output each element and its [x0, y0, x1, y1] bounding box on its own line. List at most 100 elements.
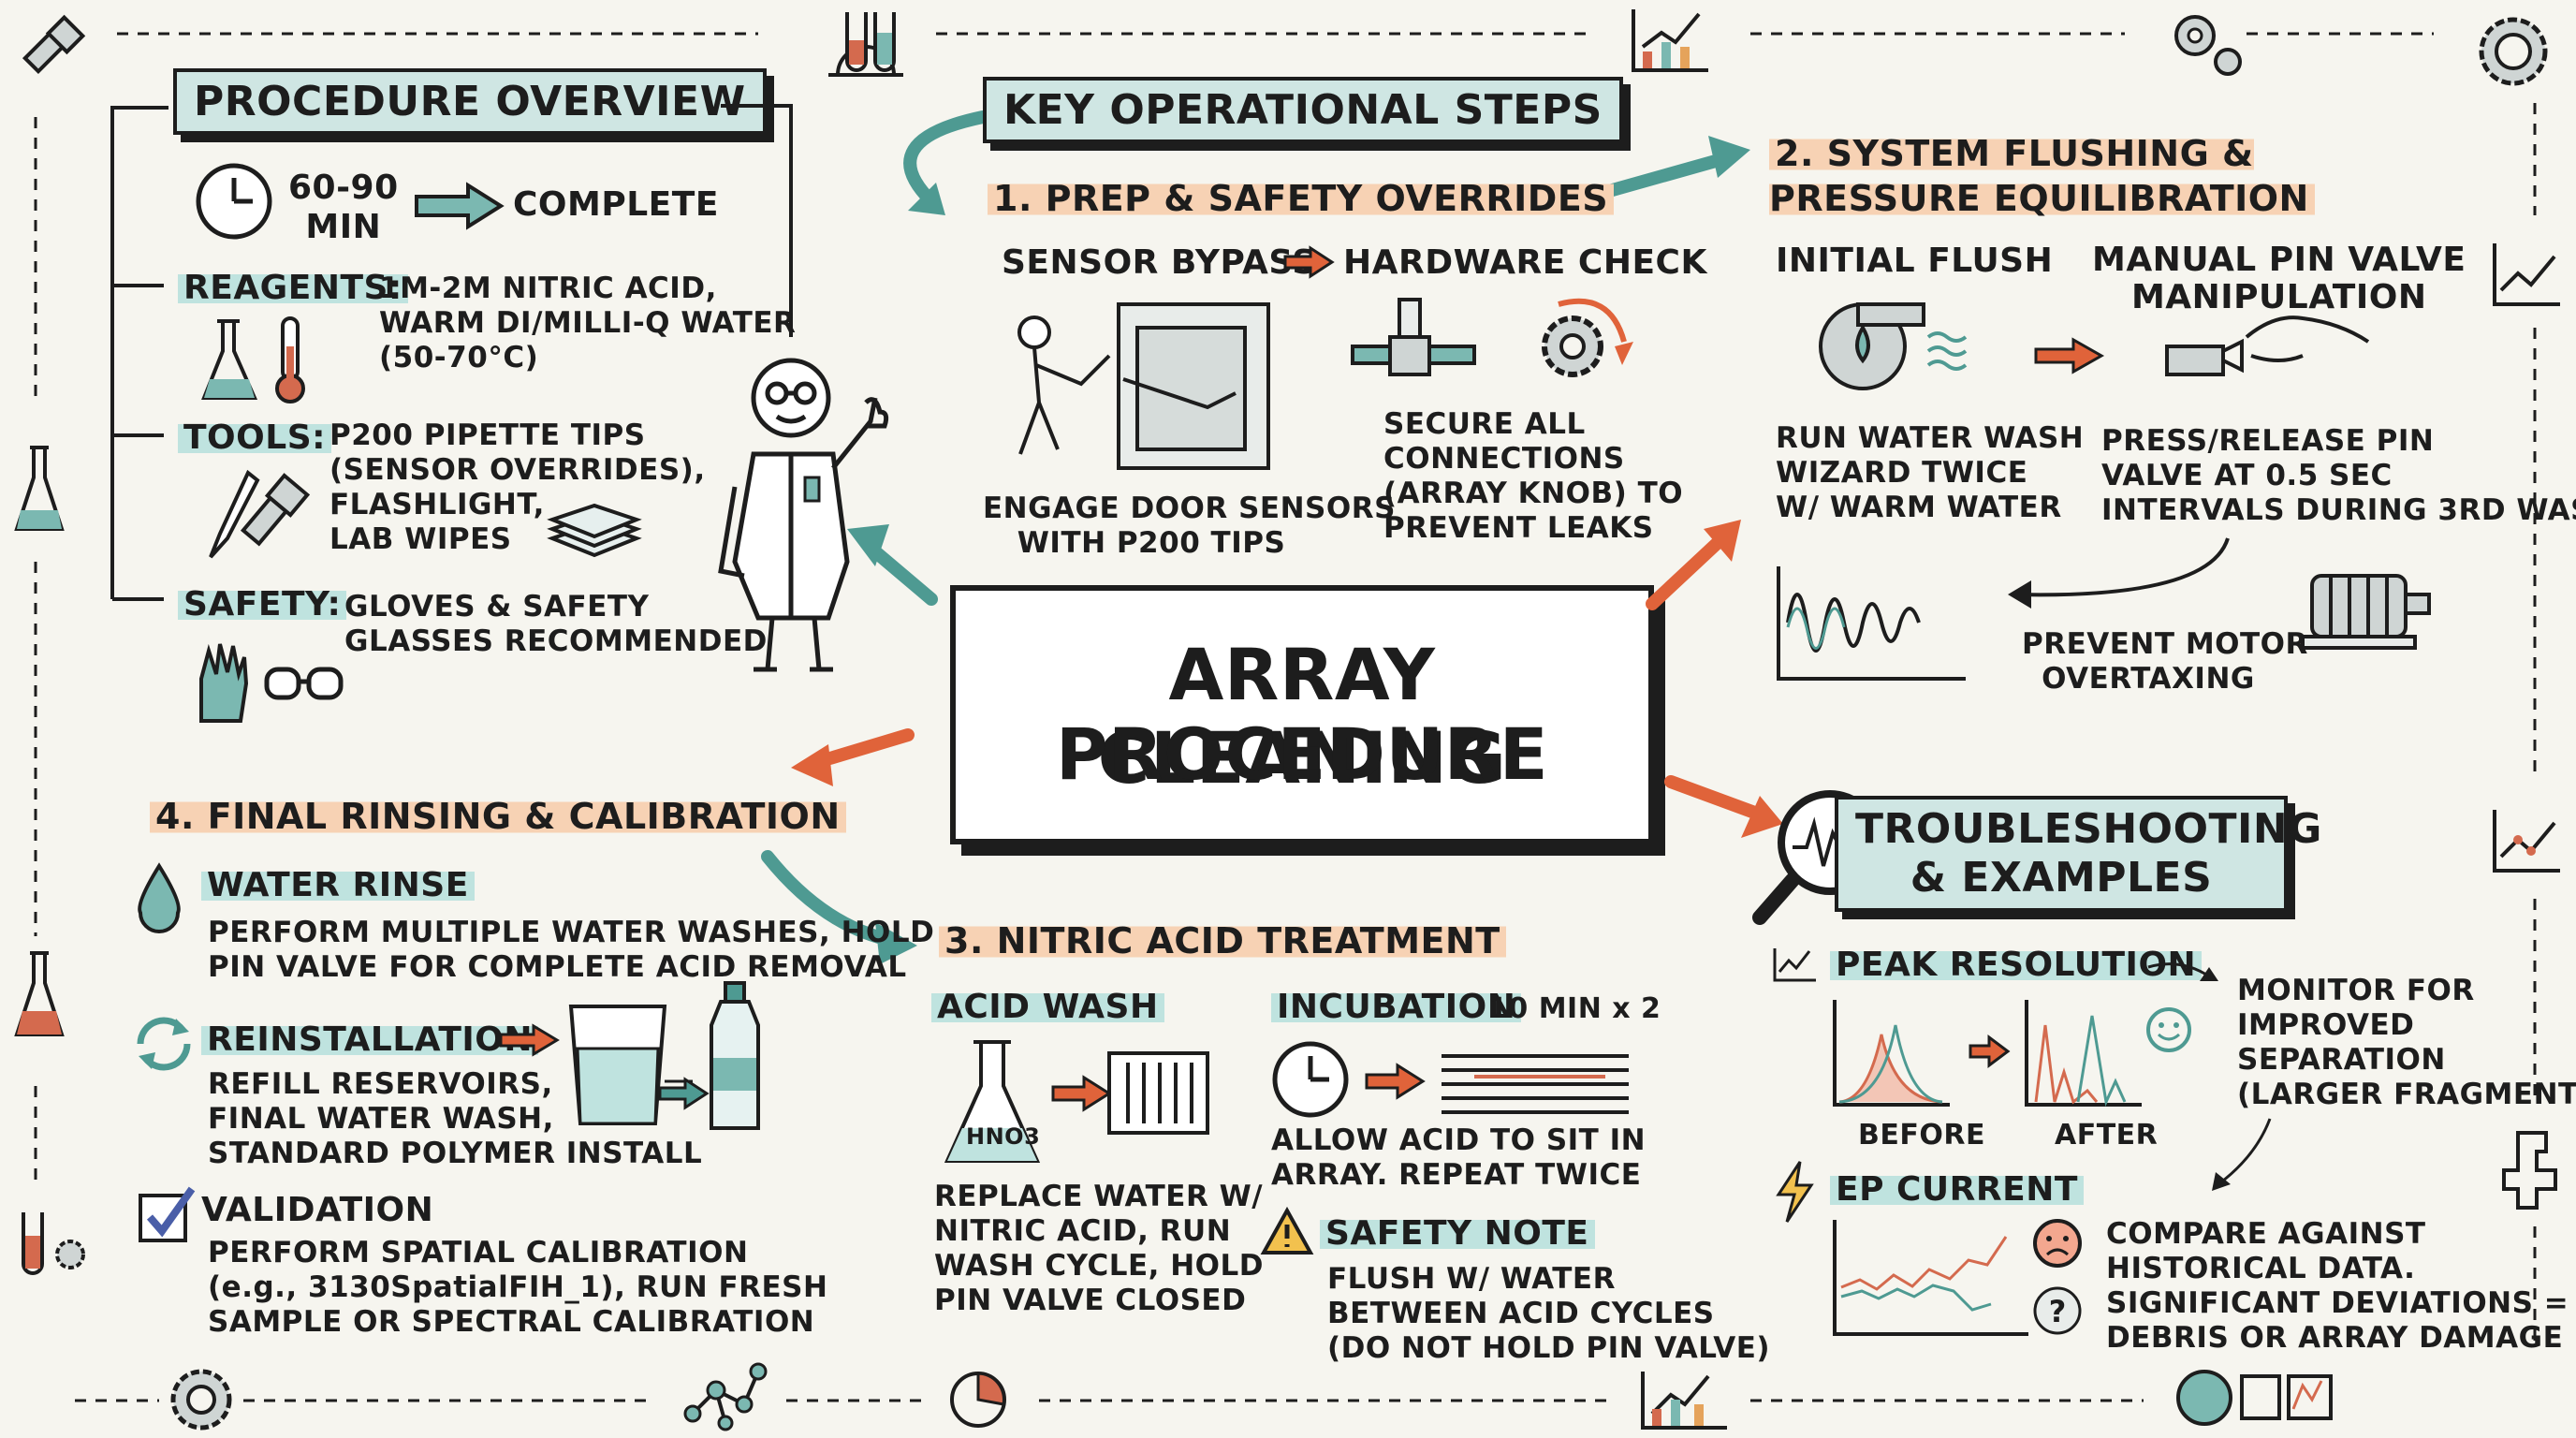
- water-rinse-label: WATER RINSE: [201, 866, 475, 904]
- beaker-icon: [568, 1005, 693, 1125]
- validation-label: VALIDATION: [201, 1191, 434, 1229]
- flask-icon: [201, 319, 258, 400]
- motor-icon: [2301, 574, 2431, 650]
- pipe-icon: [1351, 298, 1476, 376]
- reinstallation-label: REINSTALLATION: [201, 1020, 539, 1059]
- hand-valve-icon: [2165, 315, 2370, 376]
- step2-heading: 2. SYSTEM FLUSHING & PRESSURE EQUILIBRAT…: [1769, 131, 2315, 221]
- curved-arrow: [2008, 537, 2230, 609]
- safety-label: SAFETY:: [178, 585, 347, 624]
- droplet-icon: [138, 862, 181, 933]
- sensor-bypass-caption: ENGAGE DOOR SENSORS WITH P200 TIPS: [983, 492, 1396, 560]
- initial-flush-caption: RUN WATER WASH WIZARD TWICE W/ WARM WATE…: [1776, 421, 2085, 524]
- before-chart: [1833, 1000, 1950, 1107]
- arrow-icon: [1283, 245, 1335, 279]
- waveform-icon: [1777, 566, 1966, 681]
- after-label: AFTER: [2055, 1119, 2159, 1152]
- gear-wrench-icon: [170, 1369, 232, 1431]
- chart-icon: [1632, 9, 1708, 72]
- gear-wrench-icon: [2479, 17, 2548, 86]
- before-label: BEFORE: [1858, 1119, 1985, 1152]
- ep-chart: [1833, 1220, 2028, 1336]
- incubation-duration: 10 MIN x 2: [1488, 992, 1661, 1025]
- overview-bracket: [110, 104, 793, 601]
- molecule-icon: [683, 1362, 768, 1431]
- arrow-icon: [415, 182, 505, 230]
- safety-note-label: SAFETY NOTE: [1320, 1214, 1595, 1253]
- sad-icon: [2033, 1219, 2082, 1268]
- step3-heading: 3. NITRIC ACID TREATMENT: [939, 920, 1506, 961]
- refresh-icon: [137, 1017, 191, 1071]
- array-lines-icon: [1442, 1054, 1629, 1114]
- hardware-check-label: HARDWARE CHECK: [1343, 243, 1707, 282]
- arrow-icon: [658, 1077, 710, 1110]
- arrow-icon: [1051, 1075, 1112, 1112]
- pie-chart-icon: [950, 1372, 1006, 1428]
- title-box: ARRAY CLEANING PROCEDURE: [950, 585, 1654, 844]
- arrow-icon: [1969, 1034, 2011, 1068]
- incubation-label: INCUBATION: [1271, 988, 1522, 1026]
- ep-note: COMPARE AGAINST HISTORICAL DATA. SIGNIFI…: [2106, 1217, 2569, 1355]
- sequencer-icon: [1017, 302, 1270, 470]
- question-icon: ?: [2033, 1286, 2082, 1335]
- chart-icon: [2493, 243, 2560, 306]
- flashlight-icon: [22, 14, 86, 75]
- page-title-line2: PROCEDURE: [1055, 712, 1549, 796]
- hardware-check-caption: SECURE ALL CONNECTIONS (ARRAY KNOB) TO P…: [1383, 407, 1684, 545]
- lightning-icon: [1776, 1161, 1814, 1223]
- bottle-icon: [710, 981, 760, 1130]
- validation-text: PERFORM SPATIAL CALIBRATION (e.g., 3130S…: [208, 1236, 828, 1339]
- capillary-icon: [22, 1212, 85, 1275]
- reagents-label: REAGENTS:: [178, 269, 408, 307]
- flask-icon: [14, 951, 65, 1036]
- safety-note-text: FLUSH W/ WATER BETWEEN ACID CYCLES (DO N…: [1327, 1262, 1771, 1365]
- arrow-icon: [1365, 1063, 1426, 1100]
- chart-icon: [1773, 948, 1816, 982]
- scientist-icon: [718, 358, 889, 672]
- clock-icon: [196, 163, 272, 240]
- flask-label: HNO3: [966, 1123, 1041, 1150]
- pipette-icon: [209, 469, 260, 559]
- checkbox-icon: [139, 1186, 196, 1242]
- gears-icon: [2174, 15, 2242, 76]
- curved-arrow: [2147, 962, 2218, 981]
- step1-heading: 1. PREP & SAFETY OVERRIDES: [988, 178, 1615, 219]
- chart-icon: [2493, 810, 2560, 873]
- flashlight-icon: [240, 473, 311, 547]
- tools-text: P200 PIPETTE TIPS (SENSOR OVERRIDES), FL…: [329, 418, 706, 556]
- acid-wash-text: REPLACE WATER W/ NITRIC ACID, RUN WASH C…: [934, 1180, 1264, 1317]
- svg-text:?: ?: [2049, 1294, 2067, 1329]
- curved-arrow: [2212, 1118, 2272, 1191]
- peak-note: MONITOR FOR IMPROVED SEPARATION (LARGER …: [2237, 974, 2576, 1111]
- flask-icon: [14, 446, 65, 531]
- clock-icon: [1272, 1041, 1349, 1118]
- safety-text: GLOVES & SAFETY GLASSES RECOMMENDED: [344, 590, 768, 658]
- gloves-icon: [199, 643, 249, 723]
- reagents-text: 1M-2M NITRIC ACID, WARM DI/MILLI-Q WATER…: [379, 271, 797, 374]
- reinstallation-text: REFILL RESERVOIRS, FINAL WATER WASH, STA…: [208, 1067, 703, 1170]
- test-tubes-icon: [828, 12, 903, 77]
- wipes-icon: [547, 503, 642, 558]
- warning-icon: [1260, 1206, 1314, 1255]
- troubleshooting-heading: TROUBLESHOOTING & EXAMPLES: [1835, 796, 2321, 912]
- pin-valve-label: MANUAL PIN VALVE MANIPULATION: [2092, 241, 2466, 316]
- step4-heading: 4. FINAL RINSING & CALIBRATION: [150, 796, 846, 837]
- after-chart: [2025, 1000, 2142, 1108]
- flask-icon: [944, 1040, 1041, 1163]
- initial-flush-label: INITIAL FLUSH: [1776, 242, 2054, 280]
- arrow-icon: [2034, 337, 2105, 374]
- pipe-icon: [2502, 1131, 2557, 1210]
- smiley-icon: [2146, 1007, 2191, 1052]
- ep-current-label: EP CURRENT: [1830, 1170, 2084, 1209]
- key-steps-heading: KEY OPERATIONAL STEPS: [983, 77, 1623, 143]
- duration-value: 60-90 MIN: [288, 169, 399, 246]
- chart-icon: [1641, 1372, 1727, 1430]
- thermometer-icon: [275, 316, 305, 404]
- peak-resolution-label: PEAK RESOLUTION: [1830, 946, 2203, 984]
- goggles-icon: [264, 667, 344, 700]
- sensor-bypass-label: SENSOR BYPASS: [1002, 243, 1317, 282]
- pie-chart-icon: [2176, 1370, 2333, 1426]
- page-title-line1: ARRAY CLEANING: [1097, 633, 1507, 800]
- water-rinse-text: PERFORM MULTIPLE WATER WASHES, HOLD PIN …: [208, 916, 935, 984]
